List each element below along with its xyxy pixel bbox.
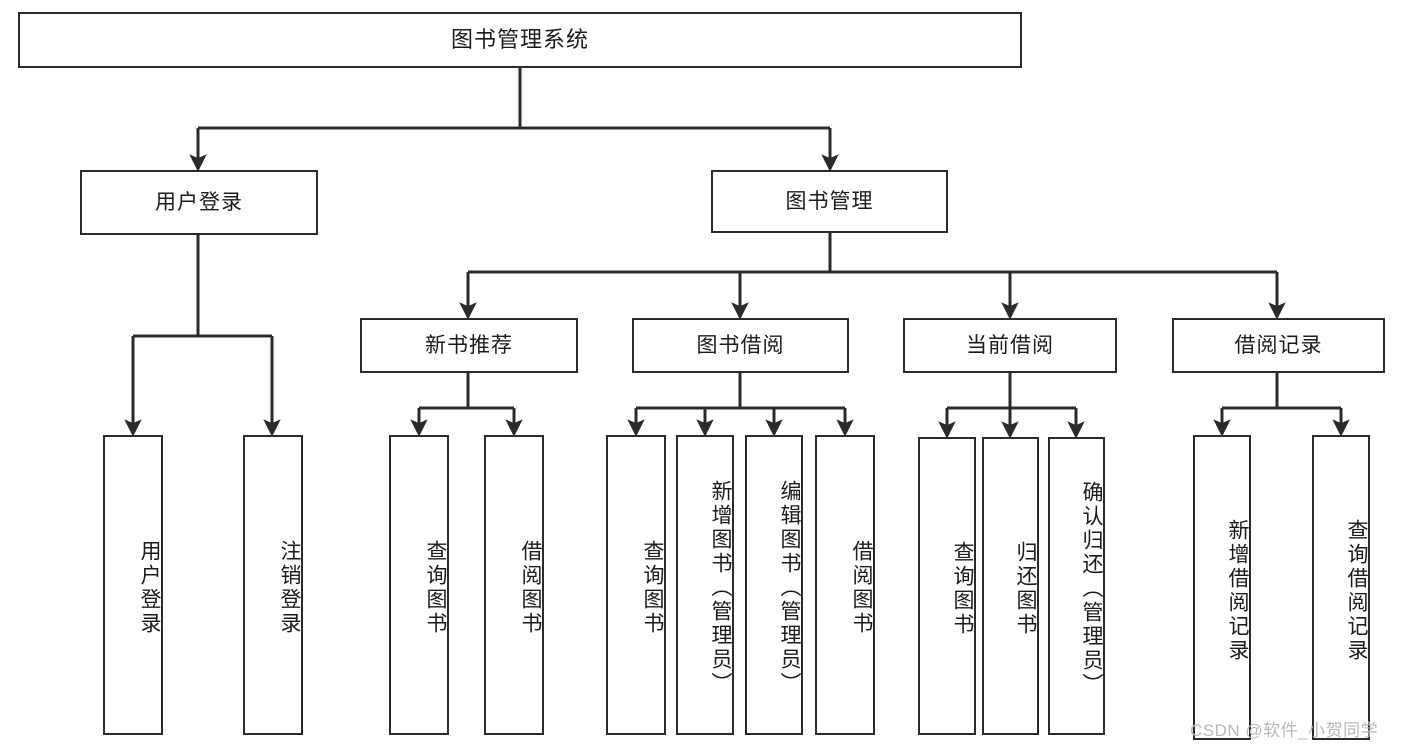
- node-root-system[interactable]: 图书管理系统: [18, 12, 1022, 68]
- leaf-user-login-signin[interactable]: 用户登录: [103, 435, 163, 735]
- leaf-recommend-borrow-book[interactable]: 借阅图书: [484, 435, 544, 735]
- node-borrow-record[interactable]: 借阅记录: [1172, 318, 1385, 373]
- node-book-borrow[interactable]: 图书借阅: [632, 318, 849, 373]
- leaf-record-add-borrow-record[interactable]: 新增借阅记录: [1193, 435, 1251, 740]
- watermark-credit: CSDN @软件_小贺同学: [1190, 721, 1379, 740]
- node-book-management[interactable]: 图书管理: [711, 170, 948, 233]
- leaf-current-query-book[interactable]: 查询图书: [918, 437, 976, 735]
- node-new-book-recommend[interactable]: 新书推荐: [360, 318, 578, 373]
- leaf-user-login-signout[interactable]: 注销登录: [243, 435, 303, 735]
- leaf-current-confirm-return-admin[interactable]: 确认归还（管理员）: [1048, 437, 1105, 735]
- leaf-borrow-edit-book-admin[interactable]: 编辑图书（管理员）: [745, 435, 803, 735]
- node-user-login[interactable]: 用户登录: [80, 170, 318, 235]
- leaf-borrow-borrow-book[interactable]: 借阅图书: [815, 435, 875, 735]
- leaf-current-return-book[interactable]: 归还图书: [982, 437, 1039, 735]
- leaf-borrow-add-book-admin[interactable]: 新增图书（管理员）: [676, 435, 734, 735]
- leaf-borrow-query-book[interactable]: 查询图书: [606, 435, 666, 735]
- leaf-recommend-query-book[interactable]: 查询图书: [389, 435, 449, 735]
- leaf-record-query-borrow-record[interactable]: 查询借阅记录: [1312, 435, 1370, 740]
- node-current-borrow[interactable]: 当前借阅: [903, 318, 1117, 373]
